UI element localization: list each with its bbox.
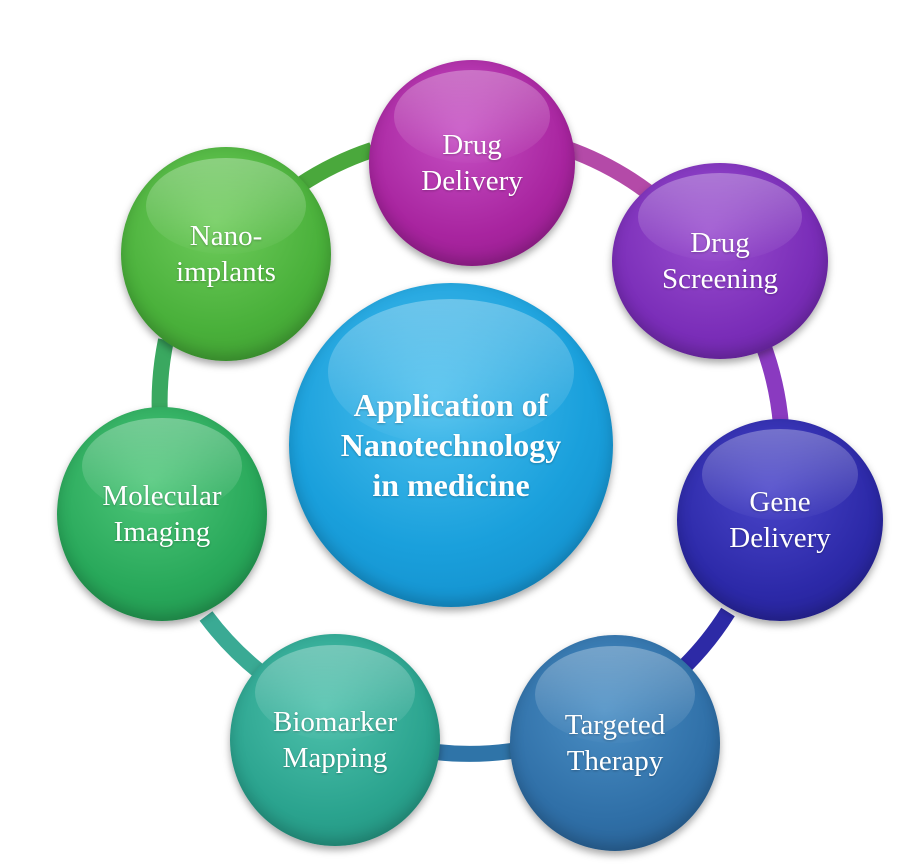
ring-arc-drug-screening-gene-delivery bbox=[754, 339, 789, 426]
ring-arc-drug-delivery-drug-screening bbox=[562, 140, 653, 199]
center-node-label: Application of Nanotechnology in medicin… bbox=[340, 387, 562, 503]
node-biomarker-mapping: Biomarker Mapping bbox=[230, 634, 440, 846]
node-label: Nano- implants bbox=[176, 220, 276, 288]
node-label: Drug Delivery bbox=[421, 129, 523, 197]
node-molecular-imaging: Molecular Imaging bbox=[57, 407, 267, 621]
node-drug-delivery: Drug Delivery bbox=[369, 60, 575, 266]
node-label: Biomarker Mapping bbox=[272, 706, 397, 774]
node-nano-implants: Nano- implants bbox=[121, 147, 331, 361]
node-drug-screening: Drug Screening bbox=[612, 163, 828, 359]
center-node: Application of Nanotechnology in medicin… bbox=[289, 283, 613, 607]
node-label: Targeted Therapy bbox=[564, 709, 666, 777]
node-label: Molecular Imaging bbox=[102, 480, 222, 548]
ring-arc-nano-implants-drug-delivery bbox=[295, 142, 375, 192]
node-label: Drug Screening bbox=[662, 227, 778, 295]
ring-arc-targeted-therapy-biomarker-mapping bbox=[435, 742, 520, 762]
node-label: Gene Delivery bbox=[729, 486, 831, 554]
ring-arc-gene-delivery-targeted-therapy bbox=[680, 607, 735, 671]
node-gene-delivery: Gene Delivery bbox=[677, 419, 883, 621]
node-targeted-therapy: Targeted Therapy bbox=[510, 635, 720, 851]
ring-arc-biomarker-mapping-molecular-imaging bbox=[199, 611, 266, 679]
